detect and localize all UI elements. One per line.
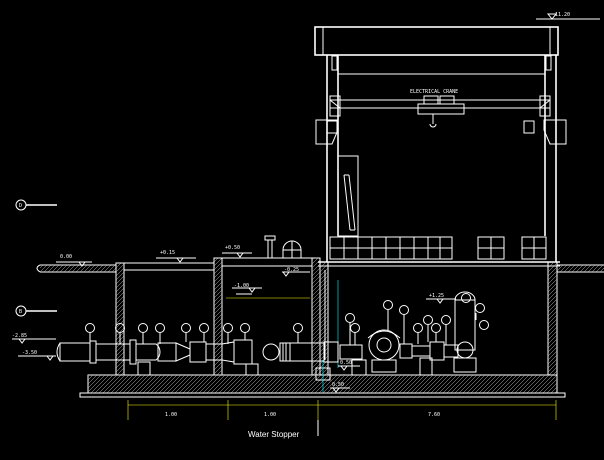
- main-pipeline: [56, 291, 477, 392]
- level-floor-pump: -0.25: [284, 267, 299, 273]
- axis-bubble-d: D: [19, 203, 22, 209]
- level-roof: 11.20: [555, 12, 570, 18]
- dimension-2: 1.00: [264, 412, 276, 418]
- level-gauge-a: 0.50: [340, 360, 352, 366]
- level-pipe-base: -3.50: [22, 350, 37, 356]
- dimension-lines: [127, 400, 557, 436]
- axis-bubble-b: B: [19, 309, 22, 315]
- water-stopper-label: Water Stopper: [248, 430, 300, 439]
- ground-line: [36, 264, 604, 273]
- dimension-1: 1.00: [165, 412, 177, 418]
- level-gauge-b: 0.50: [332, 382, 344, 388]
- level-markers: [12, 252, 456, 393]
- vent-pipes: [264, 235, 302, 258]
- drawing-labels: ELECTRICAL CRANE 11.20 0.00 +0.15 +0.50 …: [12, 12, 570, 439]
- level-inner-chamber: -1.00: [234, 283, 249, 289]
- level-ground-left: 0.00: [60, 254, 72, 260]
- gauges: [85, 293, 489, 345]
- level-chamber1: +0.15: [160, 250, 175, 256]
- level-pump-right: +1.25: [429, 293, 444, 299]
- crane-label: ELECTRICAL CRANE: [410, 89, 458, 95]
- axis-bubbles: [15, 199, 57, 317]
- level-chamber2: +0.50: [225, 245, 240, 251]
- level-pipe-inlet: -2.85: [12, 333, 27, 339]
- crane-building: [314, 13, 600, 267]
- substructure: [79, 257, 566, 398]
- dimension-3: 7.60: [428, 412, 440, 418]
